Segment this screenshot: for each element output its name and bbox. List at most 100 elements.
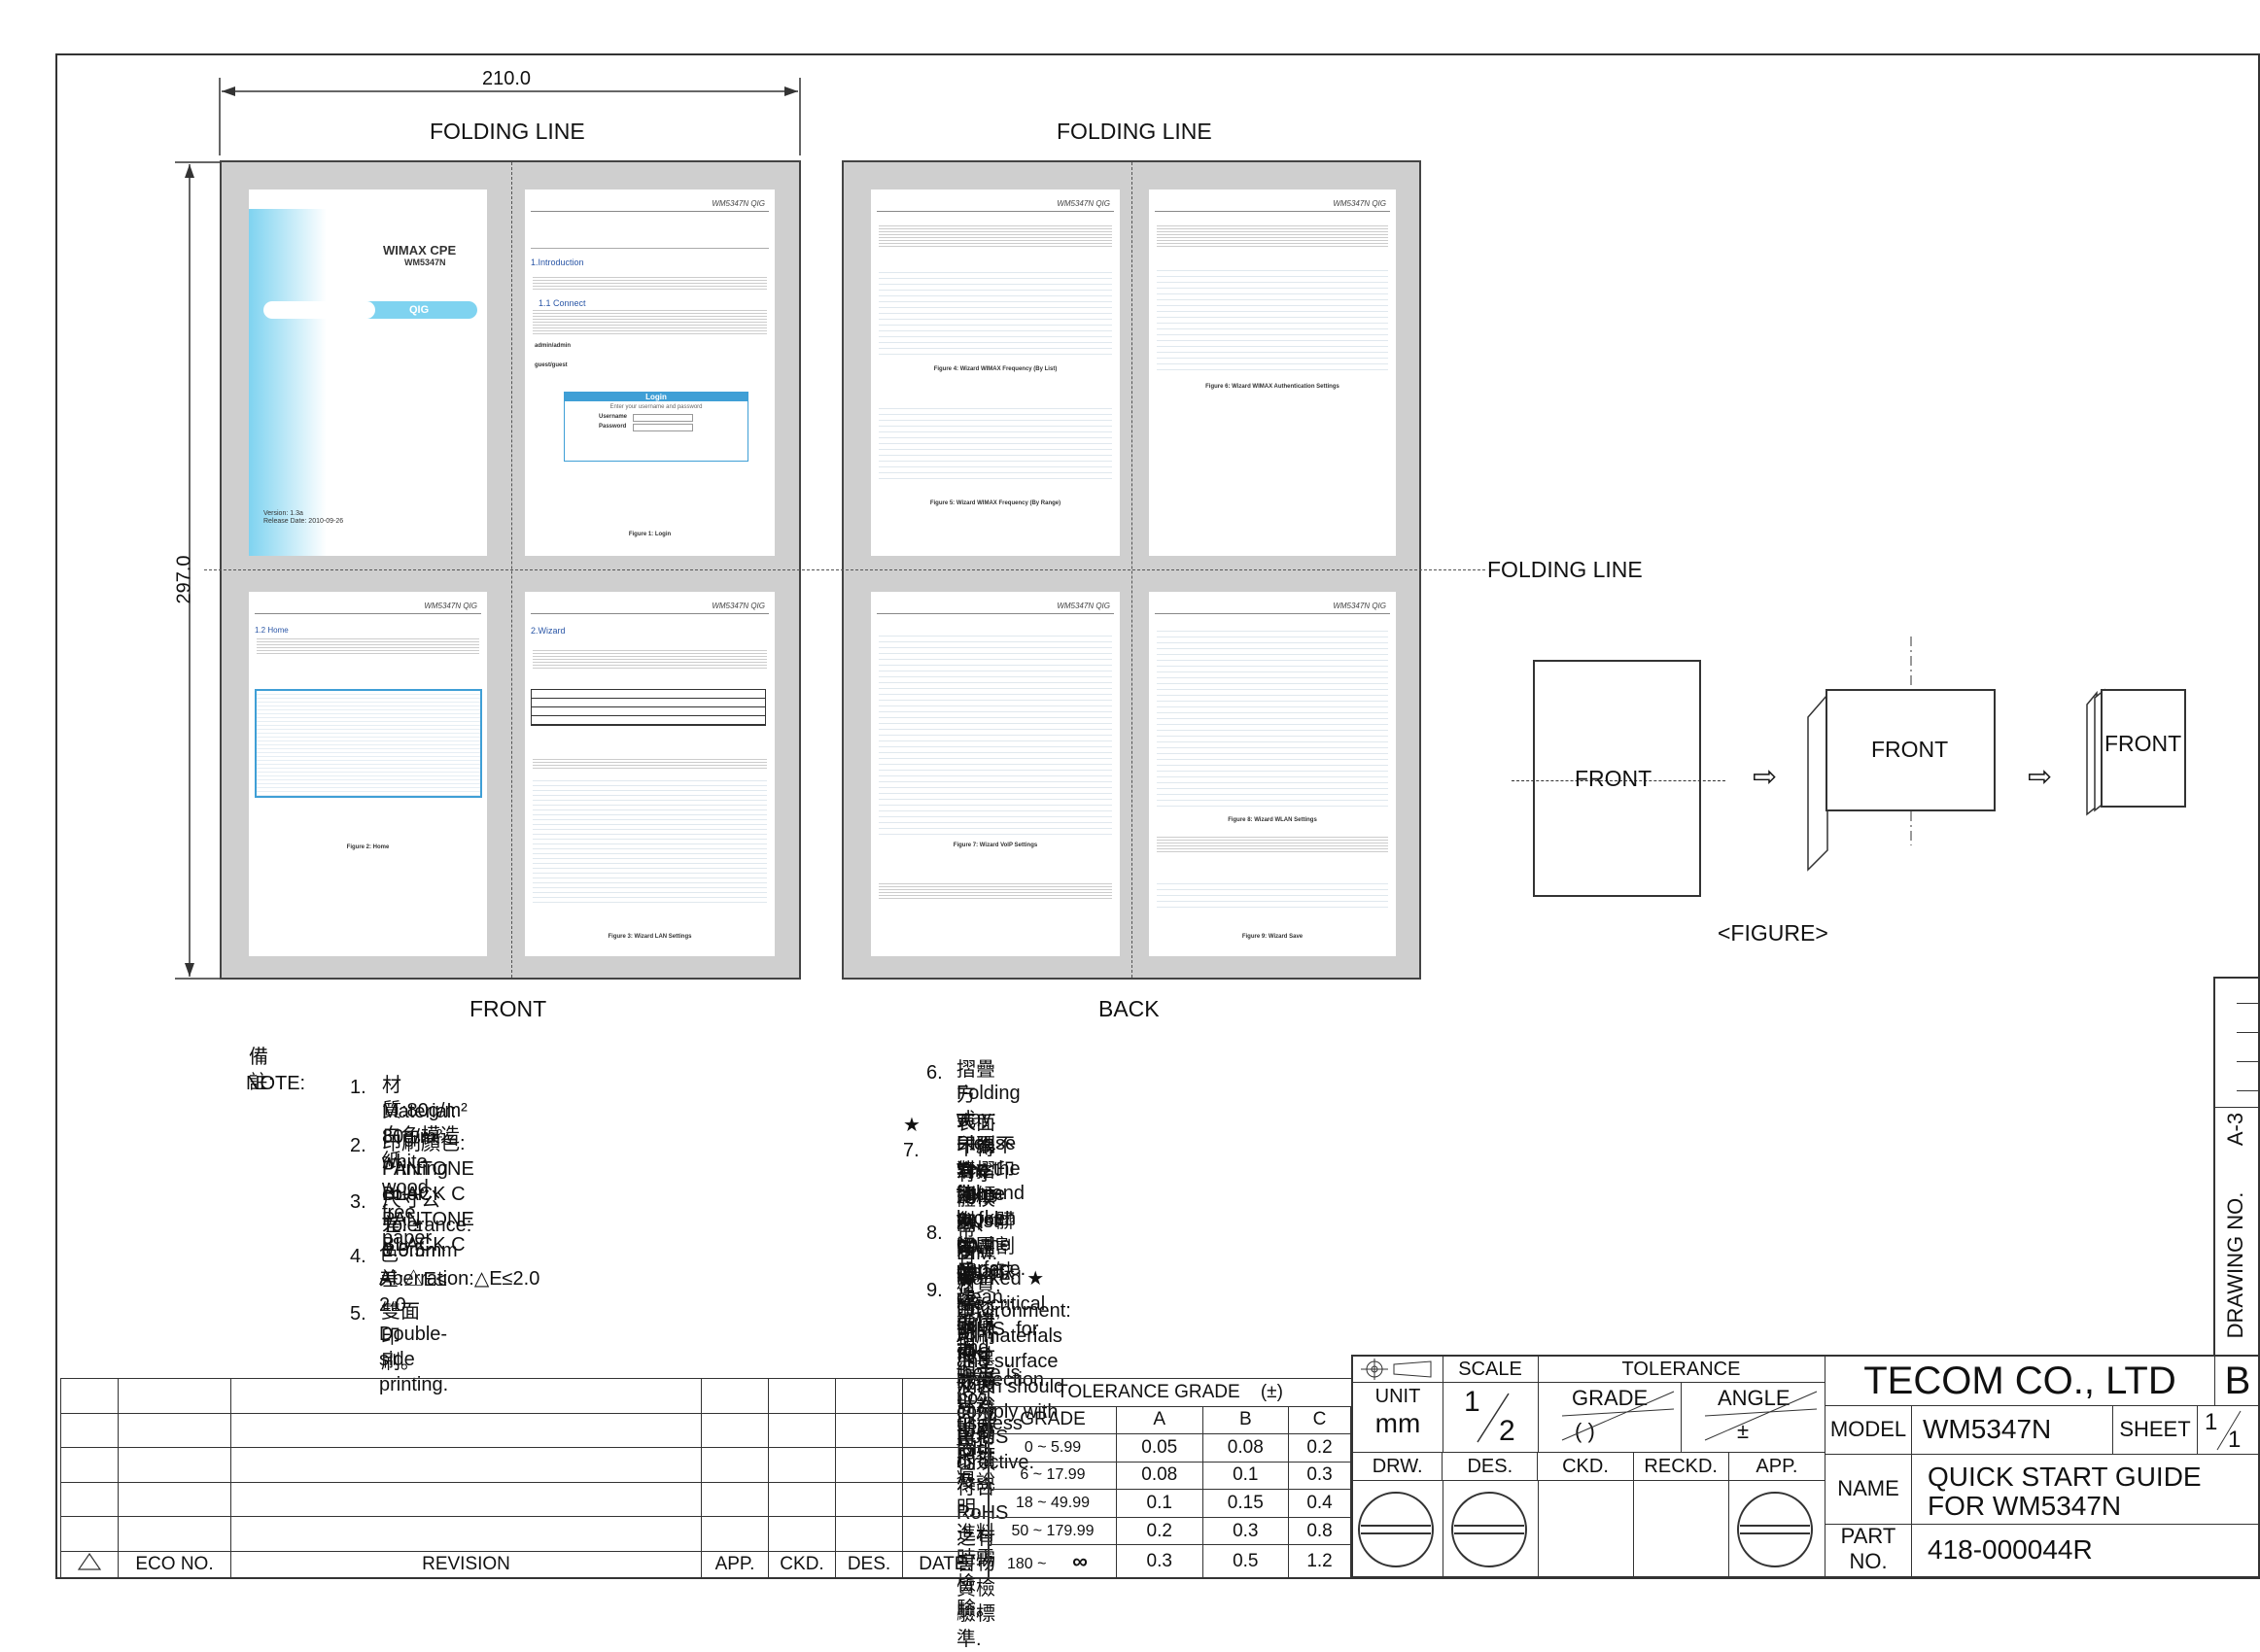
note-8-num: 8. — [926, 1222, 943, 1244]
model-label: MODEL — [1825, 1405, 1912, 1454]
ckd-header: CKD. — [768, 1551, 836, 1578]
note-label: NOTE: — [246, 1073, 306, 1094]
revision-table: ECO NO. REVISION APP. CKD. DES. DATE. — [60, 1378, 989, 1578]
grade-value: 0.2 — [1288, 1433, 1351, 1463]
page-header: WM5347N QIG — [424, 602, 477, 610]
part-label: PART NO. — [1825, 1524, 1912, 1576]
model-value: WM5347N — [1923, 1414, 2052, 1444]
cover-version: Version: 1.3a — [263, 510, 303, 517]
page-header: WM5347N QIG — [712, 602, 765, 610]
infinity-symbol: ∞ — [1072, 1548, 1088, 1573]
grade-cell: GRADE ( ) — [1538, 1382, 1682, 1453]
title-block: SCALE TOLERANCE UNIT mm 1 2 GRADE ( ) AN… — [1351, 1355, 2260, 1578]
admin-credentials: admin/admin — [535, 343, 572, 349]
sheet-total: 1 — [2228, 1427, 2242, 1453]
grade-range: 18 ~ 49.99 — [989, 1489, 1117, 1518]
figure-label: <FIGURE> — [1718, 920, 1828, 946]
grade-value: 0.8 — [1288, 1516, 1351, 1546]
page-header: WM5347N QIG — [1333, 199, 1386, 208]
figure-3-caption: Figure 3: Wizard LAN Settings — [608, 934, 692, 940]
connect-title: 1.1 Connect — [539, 298, 586, 308]
fold-step-3-front: FRONT — [2104, 731, 2182, 756]
login-hint: Enter your username and password — [609, 404, 703, 410]
note-4-en: Aberration:△E≤2.0 — [379, 1268, 540, 1290]
grade-value: 0.15 — [1201, 1489, 1290, 1518]
wizard-page: WM5347N QIG 2.Wizard Figure 3: Wizard LA… — [525, 592, 775, 956]
fold-step-2-sheet — [1825, 689, 1996, 811]
grade-value: ( ) — [1575, 1419, 1595, 1443]
folding-line-label-back: FOLDING LINE — [1057, 119, 1212, 144]
grade-c-header: C — [1288, 1405, 1351, 1435]
figure-5-caption: Figure 5: Wizard WIMAX Frequency (By Ran… — [929, 500, 1061, 506]
grade-value: 0.3 — [1116, 1544, 1203, 1578]
tolerance-grade-unit: (±) — [1260, 1381, 1283, 1402]
note-6-num: 6. — [926, 1062, 943, 1084]
cover-gradient — [249, 209, 327, 556]
fold-step-2-front: FRONT — [1871, 737, 1949, 762]
wizard-steps-table — [531, 689, 766, 726]
folding-line-label-horizontal: FOLDING LINE — [1487, 557, 1643, 582]
figure-9-caption: Figure 9: Wizard Save — [1241, 934, 1304, 940]
grade-value: 0.08 — [1116, 1461, 1203, 1491]
scale-cell: 1 2 — [1443, 1382, 1539, 1453]
company-name: TECOM CO., LTD — [1825, 1357, 2214, 1406]
login-box: Login Enter your username and password U… — [564, 392, 748, 462]
des-label: DES. — [1443, 1452, 1539, 1481]
reckd-label: RECKD. — [1633, 1452, 1729, 1481]
revision-header: REVISION — [230, 1551, 702, 1578]
frequency-list-page: WM5347N QIG Figure 4: Wizard WIMAX Frequ… — [871, 189, 1120, 556]
fold-arrow-2: ⇨ — [2028, 761, 2053, 793]
app-header: APP. — [701, 1551, 769, 1578]
intro-page: WM5347N QIG 1.Introduction 1.1 Connect a… — [525, 189, 775, 556]
fold-step-1-line — [1512, 780, 1725, 781]
intro-title: 1.Introduction — [531, 258, 584, 267]
note-3-zh: 尺寸公差: ± 0.5mm — [382, 1189, 442, 1261]
name-line-1: QUICK START GUIDE — [1928, 1462, 2202, 1492]
note-6-zh: 摺疊方式: 一張對摺兩次,如圖示。 — [956, 1059, 995, 1283]
title-block-left: SCALE TOLERANCE UNIT mm 1 2 GRADE ( ) AN… — [1353, 1357, 1825, 1576]
grade-range: 180 ~ — [1007, 1555, 1047, 1572]
page-header: WM5347N QIG — [1057, 199, 1110, 208]
cover-qig-bar: QIG — [263, 301, 477, 319]
note-5-zh: 雙面印刷。 — [381, 1301, 420, 1373]
back-label: BACK — [1098, 996, 1160, 1021]
note-2-num: 2. — [350, 1135, 366, 1156]
note-7-num: ★ 7. — [903, 1115, 921, 1161]
login-title: Login — [565, 393, 748, 401]
grade-value: 0.3 — [1288, 1461, 1351, 1491]
note-3-en: Tolerance: ± 0.5mm — [382, 1215, 472, 1261]
figure-6-caption: Figure 6: Wizard WIMAX Authentication Se… — [1205, 384, 1339, 390]
cover-model: WM5347N — [404, 258, 446, 267]
remark-label: 備註: — [249, 1047, 274, 1093]
drw-label: DRW. — [1353, 1452, 1443, 1481]
note-3-num: 3. — [350, 1191, 366, 1213]
ckd-label: CKD. — [1538, 1452, 1634, 1481]
grade-range: 6 ~ 17.99 — [989, 1461, 1117, 1491]
angle-cell: ANGLE ± — [1681, 1382, 1825, 1453]
angle-label: ANGLE — [1718, 1386, 1791, 1410]
unit-cell: UNIT mm — [1353, 1382, 1443, 1453]
figure-7-caption: Figure 7: Wizard VoIP Settings — [953, 843, 1038, 848]
home-screenshot — [255, 689, 482, 798]
grade-value: 1.2 — [1288, 1544, 1351, 1578]
voip-page: WM5347N QIG Figure 7: Wizard VoIP Settin… — [871, 592, 1120, 956]
app-label: APP. — [1728, 1452, 1825, 1481]
cover-qig: QIG — [409, 304, 430, 316]
part-number: 418-000044R — [1928, 1534, 2093, 1565]
revision-triangle-icon — [60, 1551, 119, 1578]
front-label: FRONT — [469, 996, 547, 1021]
page-header: WM5347N QIG — [712, 199, 765, 208]
fold-line-horizontal — [204, 569, 1485, 570]
note-1-num: 1. — [350, 1077, 366, 1098]
drawing-number-label: DRAWING NO. — [2223, 1191, 2247, 1339]
width-dimension: 210.0 — [482, 68, 532, 89]
note-7-en2: filth and broken on surface. — [956, 1183, 1026, 1280]
note-4-zh: 色差:△E≤ 2.0 — [379, 1244, 447, 1316]
authentication-page: WM5347N QIG Figure 6: Wizard WIMAX Authe… — [1149, 189, 1396, 556]
grade-value: 0.1 — [1201, 1461, 1290, 1491]
figure-1-caption: Figure 1: Login — [628, 532, 672, 537]
note-7-zh2: 印刷不清、印刷傾斜、髒污、割痕、缺邊……等情況。 — [956, 1135, 1015, 1359]
page-header: WM5347N QIG — [1333, 602, 1386, 610]
scale-denominator: 2 — [1499, 1415, 1515, 1447]
drawing-frame — [55, 53, 2260, 1579]
